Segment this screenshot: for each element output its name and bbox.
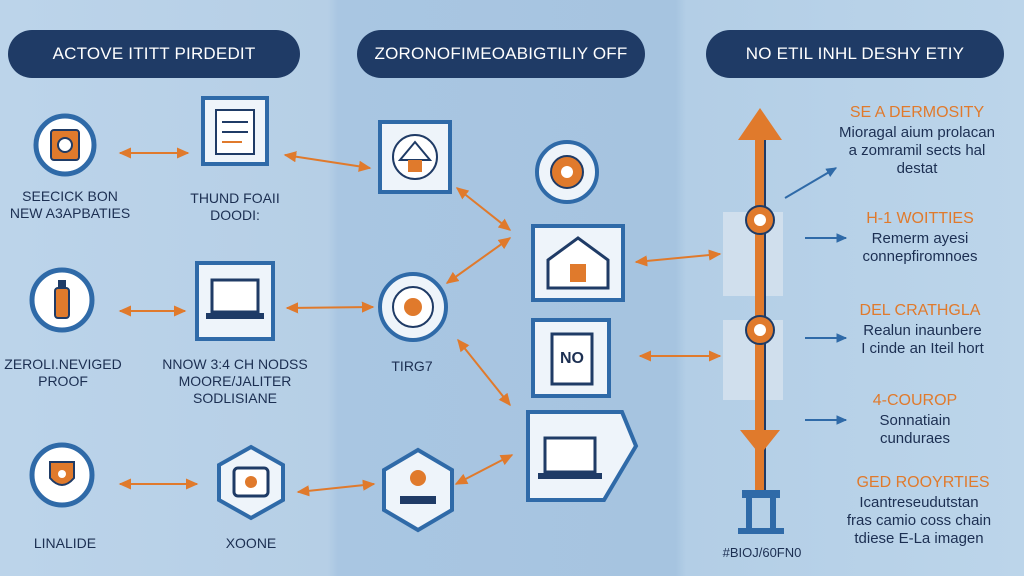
label-laptop-line-1: NNOW 3:4 CH NODSS [162,356,308,372]
right-heading-5: GED ROOYRTIES [856,474,990,491]
right-text-2-line-1: Remerm ayesi [871,230,969,247]
house-doc-icon [531,224,625,302]
right-text-4-line-2: cunduraes [879,430,951,447]
header-middle: ZORONOFIMEOABIGTILIY OFF [357,30,645,78]
left-arrows [118,147,376,497]
label-hexagon: XOONE [196,535,306,552]
right-text-5-line-3: tdiese E-La imagen [854,530,984,547]
label-target: TIRG7 [391,358,433,374]
right-text-4-line-1: Sonnatiain [879,412,951,429]
label-no-card: NO [560,350,584,367]
right-heading-1: SE A DERMOSITY [849,104,985,121]
sync-hexagon-icon [382,447,454,533]
right-heading-2: H-1 WOITTIES [866,210,974,227]
right-heading-4: 4-COUROP [872,392,958,409]
label-laptop-line-3: SODLISIANE [192,390,278,406]
label-wallet-line-1: SEECICK BON [22,188,118,204]
target-gear-icon [535,140,599,204]
right-text-2-line-2: connepfiromnoes [862,248,978,265]
shield-badge-icon [29,442,95,508]
document-icon [201,96,269,166]
label-bottle-line-1: ZEROLI.NEVIGED [4,356,122,372]
laptop-icon [195,261,275,341]
bottle-icon [29,267,95,333]
right-text-3-line-2: I cinde an Iteil hort [861,340,984,357]
label-shield-line-1: LINALIDE [33,535,97,551]
label-bottle-line-2: PROOF [38,373,88,389]
gear-house-icon [378,120,452,194]
right-pointer-arrows [784,167,848,425]
label-bottle: ZEROLI.NEVIGED PROOF [0,356,126,390]
header-left: ACTOVE ITITT PIRDEDIT [8,30,300,78]
right-text-5-line-1: Icantreseudutstan [859,494,979,511]
right-text-4: Sonnatiain cunduraes [850,412,980,448]
right-text-1-line-3: destat [896,160,938,177]
label-document: THUND FOAII DOODI: [175,190,295,224]
wallet-icon [33,113,97,177]
footer-code: #BIOJ/60FN0 [722,545,802,560]
middle-arrows [445,187,722,485]
no-card-icon [531,318,611,398]
right-heading-3: DEL CRATHGLA [859,302,981,319]
label-document-line-2: DOODI: [210,207,260,223]
right-text-5: Icantreseudutstan fras camio coss chain … [820,494,1018,548]
target-circle-icon [378,272,448,342]
label-laptop: NNOW 3:4 CH NODSS MOORE/JALITER SODLISIA… [150,356,320,407]
label-wallet-line-2: NEW A3APBATIES [9,205,131,221]
right-text-2: Remerm ayesi connepfiromnoes [840,230,1000,266]
right-text-1: Mioragal aium prolacan a zomramil sects … [822,124,1012,178]
label-laptop-line-2: MOORE/JALITER [178,373,292,389]
label-hexagon-line-1: XOONE [225,535,277,551]
laptop-map-icon [526,410,639,502]
timeline-arrow [723,108,784,534]
right-text-1-line-1: Mioragal aium prolacan [839,124,995,141]
right-text-3-line-1: Realun inaunbere [863,322,982,339]
label-wallet: SEECICK BON NEW A3APBATIES [0,188,140,222]
label-document-line-1: THUND FOAII [190,190,280,206]
header-right: NO ETIL INHL DESHY ETIY [706,30,1004,78]
right-text-5-line-2: fras camio coss chain [846,512,992,529]
device-hexagon-icon [217,444,285,521]
right-text-3: Realun inaunbere I cinde an Iteil hort [840,322,1005,358]
label-shield: LINALIDE [10,535,120,552]
right-text-1-line-2: a zomramil sects hal [848,142,986,159]
